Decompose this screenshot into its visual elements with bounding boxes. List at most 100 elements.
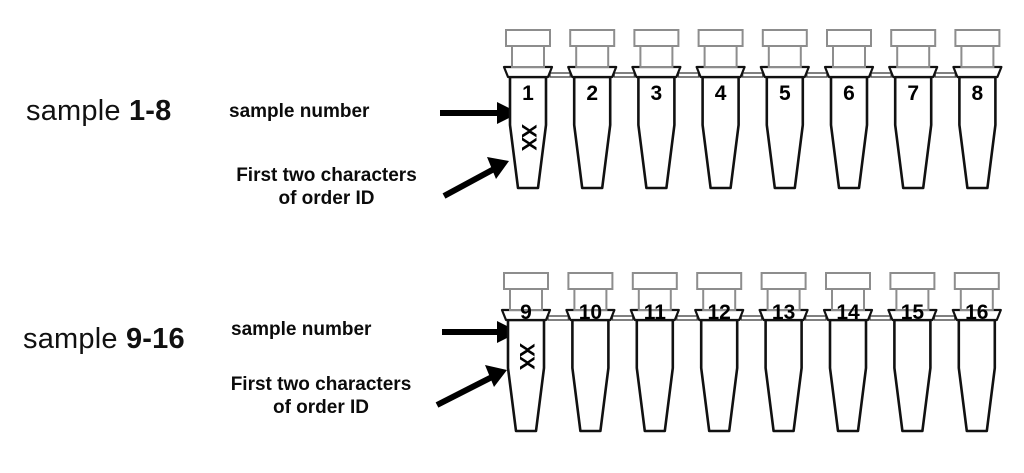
tube-cap[interactable] <box>890 29 937 47</box>
tube-body <box>571 318 610 433</box>
row-2-arrows <box>435 321 519 408</box>
tube-cap[interactable] <box>889 272 936 290</box>
tube-number: 1 <box>522 82 534 105</box>
tube-lip <box>631 65 682 79</box>
tube-cap-neck <box>511 45 545 68</box>
tube-cap[interactable] <box>567 272 614 290</box>
tube[interactable] <box>887 272 956 433</box>
tube-cap[interactable] <box>697 29 744 47</box>
tube[interactable] <box>951 272 1002 433</box>
tube-number: 2 <box>586 82 599 105</box>
tube-cap-neck <box>575 45 610 68</box>
tube-hinge <box>870 72 892 78</box>
row-1-annotation-order-id-line2: of order ID <box>278 188 375 210</box>
tube[interactable] <box>695 29 764 190</box>
tube-hinge <box>611 315 634 321</box>
row-2-annotation-sample-number: sample number <box>231 319 372 340</box>
tube-cap[interactable] <box>505 29 551 47</box>
tube-cap[interactable] <box>954 29 1001 47</box>
tube[interactable] <box>565 272 634 433</box>
tube-number: 5 <box>778 82 791 105</box>
tube-cap[interactable] <box>569 29 616 47</box>
tube-cap[interactable] <box>503 272 549 290</box>
row-1-caption-light: sample <box>26 95 121 127</box>
tube-number: 7 <box>907 82 920 105</box>
tube-cap[interactable] <box>760 272 807 290</box>
tube-hinge <box>741 72 764 78</box>
tube[interactable] <box>694 272 763 433</box>
tube-cap-neck <box>767 45 802 68</box>
tube-cap[interactable] <box>696 272 743 290</box>
tube-cap-neck <box>896 45 931 68</box>
tube-number: 14 <box>836 301 860 324</box>
tube-hinge <box>934 72 957 78</box>
tube-hinge <box>613 72 636 78</box>
tube-body <box>635 318 675 433</box>
tube-cap[interactable] <box>631 272 678 290</box>
arrow-up-right-icon <box>435 365 507 408</box>
tube[interactable] <box>629 272 698 433</box>
tube-number: 9 <box>520 301 532 324</box>
tube-lip <box>823 65 875 79</box>
tube-lip <box>888 65 939 79</box>
tube-lip <box>695 65 746 79</box>
tube[interactable] <box>822 272 892 433</box>
tube-body <box>506 318 546 433</box>
tube-cap[interactable] <box>761 29 808 47</box>
tube-number: 16 <box>965 301 989 324</box>
tube-cap-neck <box>960 45 995 68</box>
tube-hinge <box>869 315 892 321</box>
tube-cap-neck <box>639 45 674 68</box>
row-1-annotation-order-id: First two characters of order ID <box>210 164 443 210</box>
row-2-annotation-order-id-line1: First two characters <box>230 374 412 395</box>
tube-body <box>893 318 932 433</box>
tube[interactable] <box>631 29 700 190</box>
tube-lip <box>567 65 618 79</box>
tube[interactable] <box>500 272 570 433</box>
tube-lip <box>759 65 810 79</box>
tube-order-id: XX <box>515 342 538 369</box>
row-2-caption-light: sample <box>23 323 118 355</box>
tube-body <box>764 318 803 433</box>
sample-row-1: sample 1-8 sample number First two chara… <box>0 20 1024 220</box>
tube-number: 11 <box>643 301 666 324</box>
tube[interactable] <box>567 29 636 190</box>
tube-hinge <box>676 315 698 321</box>
tube-order-id: XX <box>517 123 540 150</box>
tube-number: 15 <box>900 301 925 324</box>
tube-hinge <box>740 315 763 321</box>
tube[interactable] <box>759 29 828 190</box>
tube[interactable] <box>952 29 1003 190</box>
row-1-arrows <box>440 102 519 199</box>
tube-number: 13 <box>771 301 796 324</box>
tube-hinge <box>549 72 571 78</box>
tube-cap[interactable] <box>825 272 871 290</box>
tube[interactable] <box>502 29 571 190</box>
tube-hinge <box>806 72 828 78</box>
tube[interactable] <box>888 29 957 190</box>
tube-cap[interactable] <box>826 29 872 47</box>
tube-strip-2 <box>500 272 1002 433</box>
tube-cap[interactable] <box>953 272 1000 290</box>
tube-number: 12 <box>707 301 731 324</box>
tube[interactable] <box>823 29 892 190</box>
tube-hinge <box>547 315 570 321</box>
row-2-caption-bold: 9-16 <box>125 323 185 355</box>
tube-cap-neck <box>832 45 866 68</box>
row-1-caption-bold: 1-8 <box>128 95 172 127</box>
tube-body <box>699 318 739 433</box>
tube-strip-1 <box>502 29 1003 190</box>
row-2-annotation-order-id: First two characters of order ID <box>203 373 439 419</box>
tube-number: 4 <box>714 82 727 105</box>
tube-cap-neck <box>703 45 738 68</box>
tube[interactable] <box>758 272 827 433</box>
tube-cap[interactable] <box>633 29 680 47</box>
tube-hinge <box>677 72 700 78</box>
tube-body <box>828 318 868 433</box>
tube-number: 8 <box>971 82 984 105</box>
sample-row-2: sample 9-16 sample number First two char… <box>0 263 1024 463</box>
row-1-caption: sample 1-8 <box>26 95 171 128</box>
row-1-annotation-order-id-line1: First two characters <box>236 165 417 186</box>
tube-number: 3 <box>650 82 663 105</box>
